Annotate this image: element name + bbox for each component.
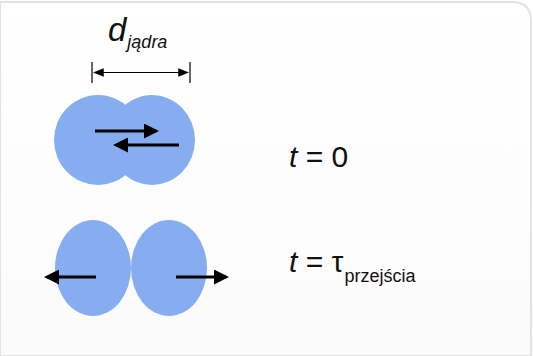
time-label: t = τ [289, 245, 343, 278]
nuclei-separating [47, 220, 226, 316]
dimension-marker [92, 62, 190, 83]
dimension-subscript: jądra [127, 33, 167, 53]
nuclei-touching [54, 95, 195, 185]
dimension-symbol: d [108, 12, 126, 48]
time-subscript: przejścia [344, 267, 415, 287]
time-label: t = 0 [289, 140, 348, 173]
